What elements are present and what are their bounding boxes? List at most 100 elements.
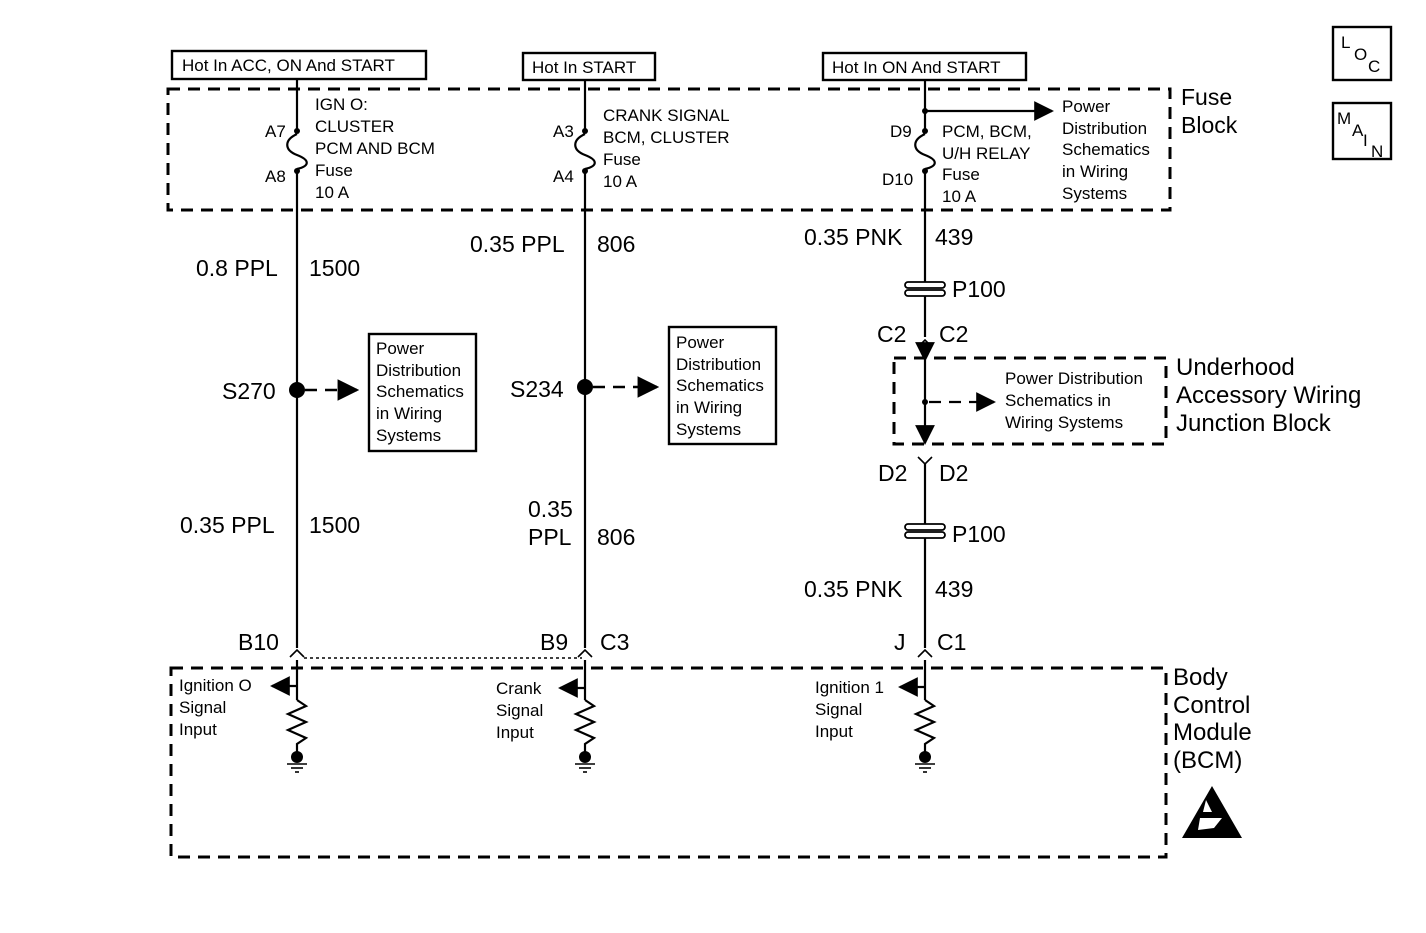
ref-1-line-3: Schematics	[376, 382, 464, 401]
wire-1-bottom-color: 0.35 PPL	[180, 512, 275, 538]
main-letter-a: A	[1352, 121, 1364, 140]
connector-d2-left-label: D2	[878, 460, 907, 486]
splice-s234	[577, 379, 593, 395]
fuse-block-outline	[166, 87, 1172, 212]
header-on: Hot In ON And START	[821, 51, 1028, 82]
fuse-2-bottom-pin: A4	[553, 167, 574, 186]
fuse-block-ref-line-1: Power	[1062, 97, 1111, 116]
fuse-2-top-terminal	[582, 128, 588, 134]
junction-block-label-3: Junction Block	[1176, 410, 1332, 437]
bcm-input-3-line-1: Ignition 1	[815, 678, 884, 697]
ref-1-line-2: Distribution	[376, 361, 461, 380]
fuse-1-text-3: PCM AND BCM	[315, 139, 435, 158]
splice-s270-ref-box[interactable]: Power Distribution Schematics in Wiring …	[367, 332, 478, 453]
fuse-1-bottom-pin: A8	[265, 167, 286, 186]
junction-ref-line-1: Power Distribution	[1005, 369, 1143, 388]
wire-2-bottom-color-line2: PPL	[528, 524, 572, 550]
splice-s234-label: S234	[510, 376, 564, 402]
wire-2-top-circuit: 806	[597, 231, 635, 257]
fuse-block-ref-line-3: Schematics	[1062, 140, 1150, 159]
fuse-3-bottom-terminal	[922, 168, 928, 174]
wire-2-bottom-circuit: 806	[597, 524, 635, 550]
bcm-input-1-line-1: Ignition O	[179, 676, 252, 695]
fuse-3-bottom-pin: D10	[882, 170, 913, 189]
fuse-2-text-4: 10 A	[603, 172, 638, 191]
bcm-input-2-line-3: Input	[496, 723, 534, 742]
junction-block-ref[interactable]: Power Distribution Schematics in Wiring …	[1005, 369, 1143, 432]
ref-1-line-1: Power	[376, 339, 425, 358]
loc-letter-c: C	[1368, 57, 1380, 76]
bcm-input-crank	[558, 660, 597, 773]
junction-block-label-2: Accessory Wiring	[1176, 382, 1361, 409]
fuse-3-text-2: U/H RELAY	[942, 144, 1031, 163]
fuse-2-bottom-terminal	[582, 168, 588, 174]
bcm-label-4: (BCM)	[1173, 747, 1242, 774]
wire-1-bottom-circuit: 1500	[309, 512, 360, 538]
loc-button[interactable]: L O C	[1331, 25, 1393, 82]
junction-ref-line-3: Wiring Systems	[1005, 413, 1123, 432]
bcm-outline	[169, 666, 1168, 859]
fuse-1-text-4: Fuse	[315, 161, 353, 180]
connector-c3-label: C3	[600, 629, 629, 655]
wire-1-top-color: 0.8 PPL	[196, 255, 278, 281]
connector-c1-label: C1	[937, 629, 966, 655]
bcm-input-ignition-1	[898, 660, 937, 773]
header-on-label: Hot In ON And START	[832, 58, 1001, 77]
fuse-block-label-line1: Fuse	[1181, 84, 1232, 110]
header-start: Hot In START	[521, 51, 657, 82]
fuse-2-text-1: CRANK SIGNAL	[603, 106, 730, 125]
junction-block-tap	[922, 399, 928, 405]
connector-b9-symbol	[577, 648, 593, 658]
bcm-label-1: Body	[1173, 664, 1228, 691]
bcm-input-3-line-2: Signal	[815, 700, 862, 719]
fuse-2-text-3: Fuse	[603, 150, 641, 169]
splice-s270-label: S270	[222, 378, 276, 404]
connector-j-label: J	[894, 629, 906, 655]
fuse-3-text-3: Fuse	[942, 165, 980, 184]
fuse-1-text-1: IGN O:	[315, 95, 368, 114]
junction-ref-line-2: Schematics in	[1005, 391, 1111, 410]
bcm-label-3: Module	[1173, 719, 1252, 746]
bcm-input-ignition-0	[270, 660, 309, 773]
header-acc-label: Hot In ACC, ON And START	[182, 56, 395, 75]
splice-s234-ref-box[interactable]: Power Distribution Schematics in Wiring …	[667, 325, 778, 446]
connector-p100-top-label: P100	[952, 276, 1006, 302]
esd-warning-icon	[1182, 786, 1242, 838]
junction-block-label-1: Underhood	[1176, 354, 1295, 381]
main-letter-m: M	[1337, 109, 1351, 128]
fuse-1-top-terminal	[294, 128, 300, 134]
bcm-input-1-line-2: Signal	[179, 698, 226, 717]
bcm-input-2-line-2: Signal	[496, 701, 543, 720]
fuse-1-text-2: CLUSTER	[315, 117, 394, 136]
splice-s270	[289, 382, 305, 398]
ref-2-line-2: Distribution	[676, 355, 761, 374]
fuse-3-text-1: PCM, BCM,	[942, 122, 1032, 141]
connector-b10-symbol	[289, 648, 305, 658]
ref-1-line-5: Systems	[376, 426, 441, 445]
loc-letter-l: L	[1341, 33, 1350, 52]
main-letter-n: N	[1371, 142, 1383, 161]
fuse-2-top-pin: A3	[553, 122, 574, 141]
header-start-label: Hot In START	[532, 58, 636, 77]
connector-b9-label: B9	[540, 629, 568, 655]
ref-2-line-5: Systems	[676, 420, 741, 439]
ref-2-line-4: in Wiring	[676, 398, 742, 417]
connector-c2-symbol	[917, 338, 933, 348]
wire-2-top-color: 0.35 PPL	[470, 231, 565, 257]
bcm-input-1-line-3: Input	[179, 720, 217, 739]
ref-2-line-3: Schematics	[676, 376, 764, 395]
fuse-block-ref[interactable]: Power Distribution Schematics in Wiring …	[1062, 97, 1150, 203]
wire-3-bottom-circuit: 439	[935, 576, 973, 602]
loc-letter-o: O	[1354, 45, 1367, 64]
main-button[interactable]: M A I N	[1331, 101, 1393, 161]
fuse-1-text-5: 10 A	[315, 183, 350, 202]
connector-c2-left-label: C2	[877, 321, 906, 347]
fuse-2-symbol	[574, 133, 596, 171]
connector-d2-symbol	[917, 456, 933, 466]
connector-j-symbol	[917, 648, 933, 658]
connector-c2-right-label: C2	[939, 321, 968, 347]
bcm-input-2-line-1: Crank	[496, 679, 542, 698]
connector-b10-label: B10	[238, 629, 279, 655]
wire-3-top-circuit: 439	[935, 224, 973, 250]
